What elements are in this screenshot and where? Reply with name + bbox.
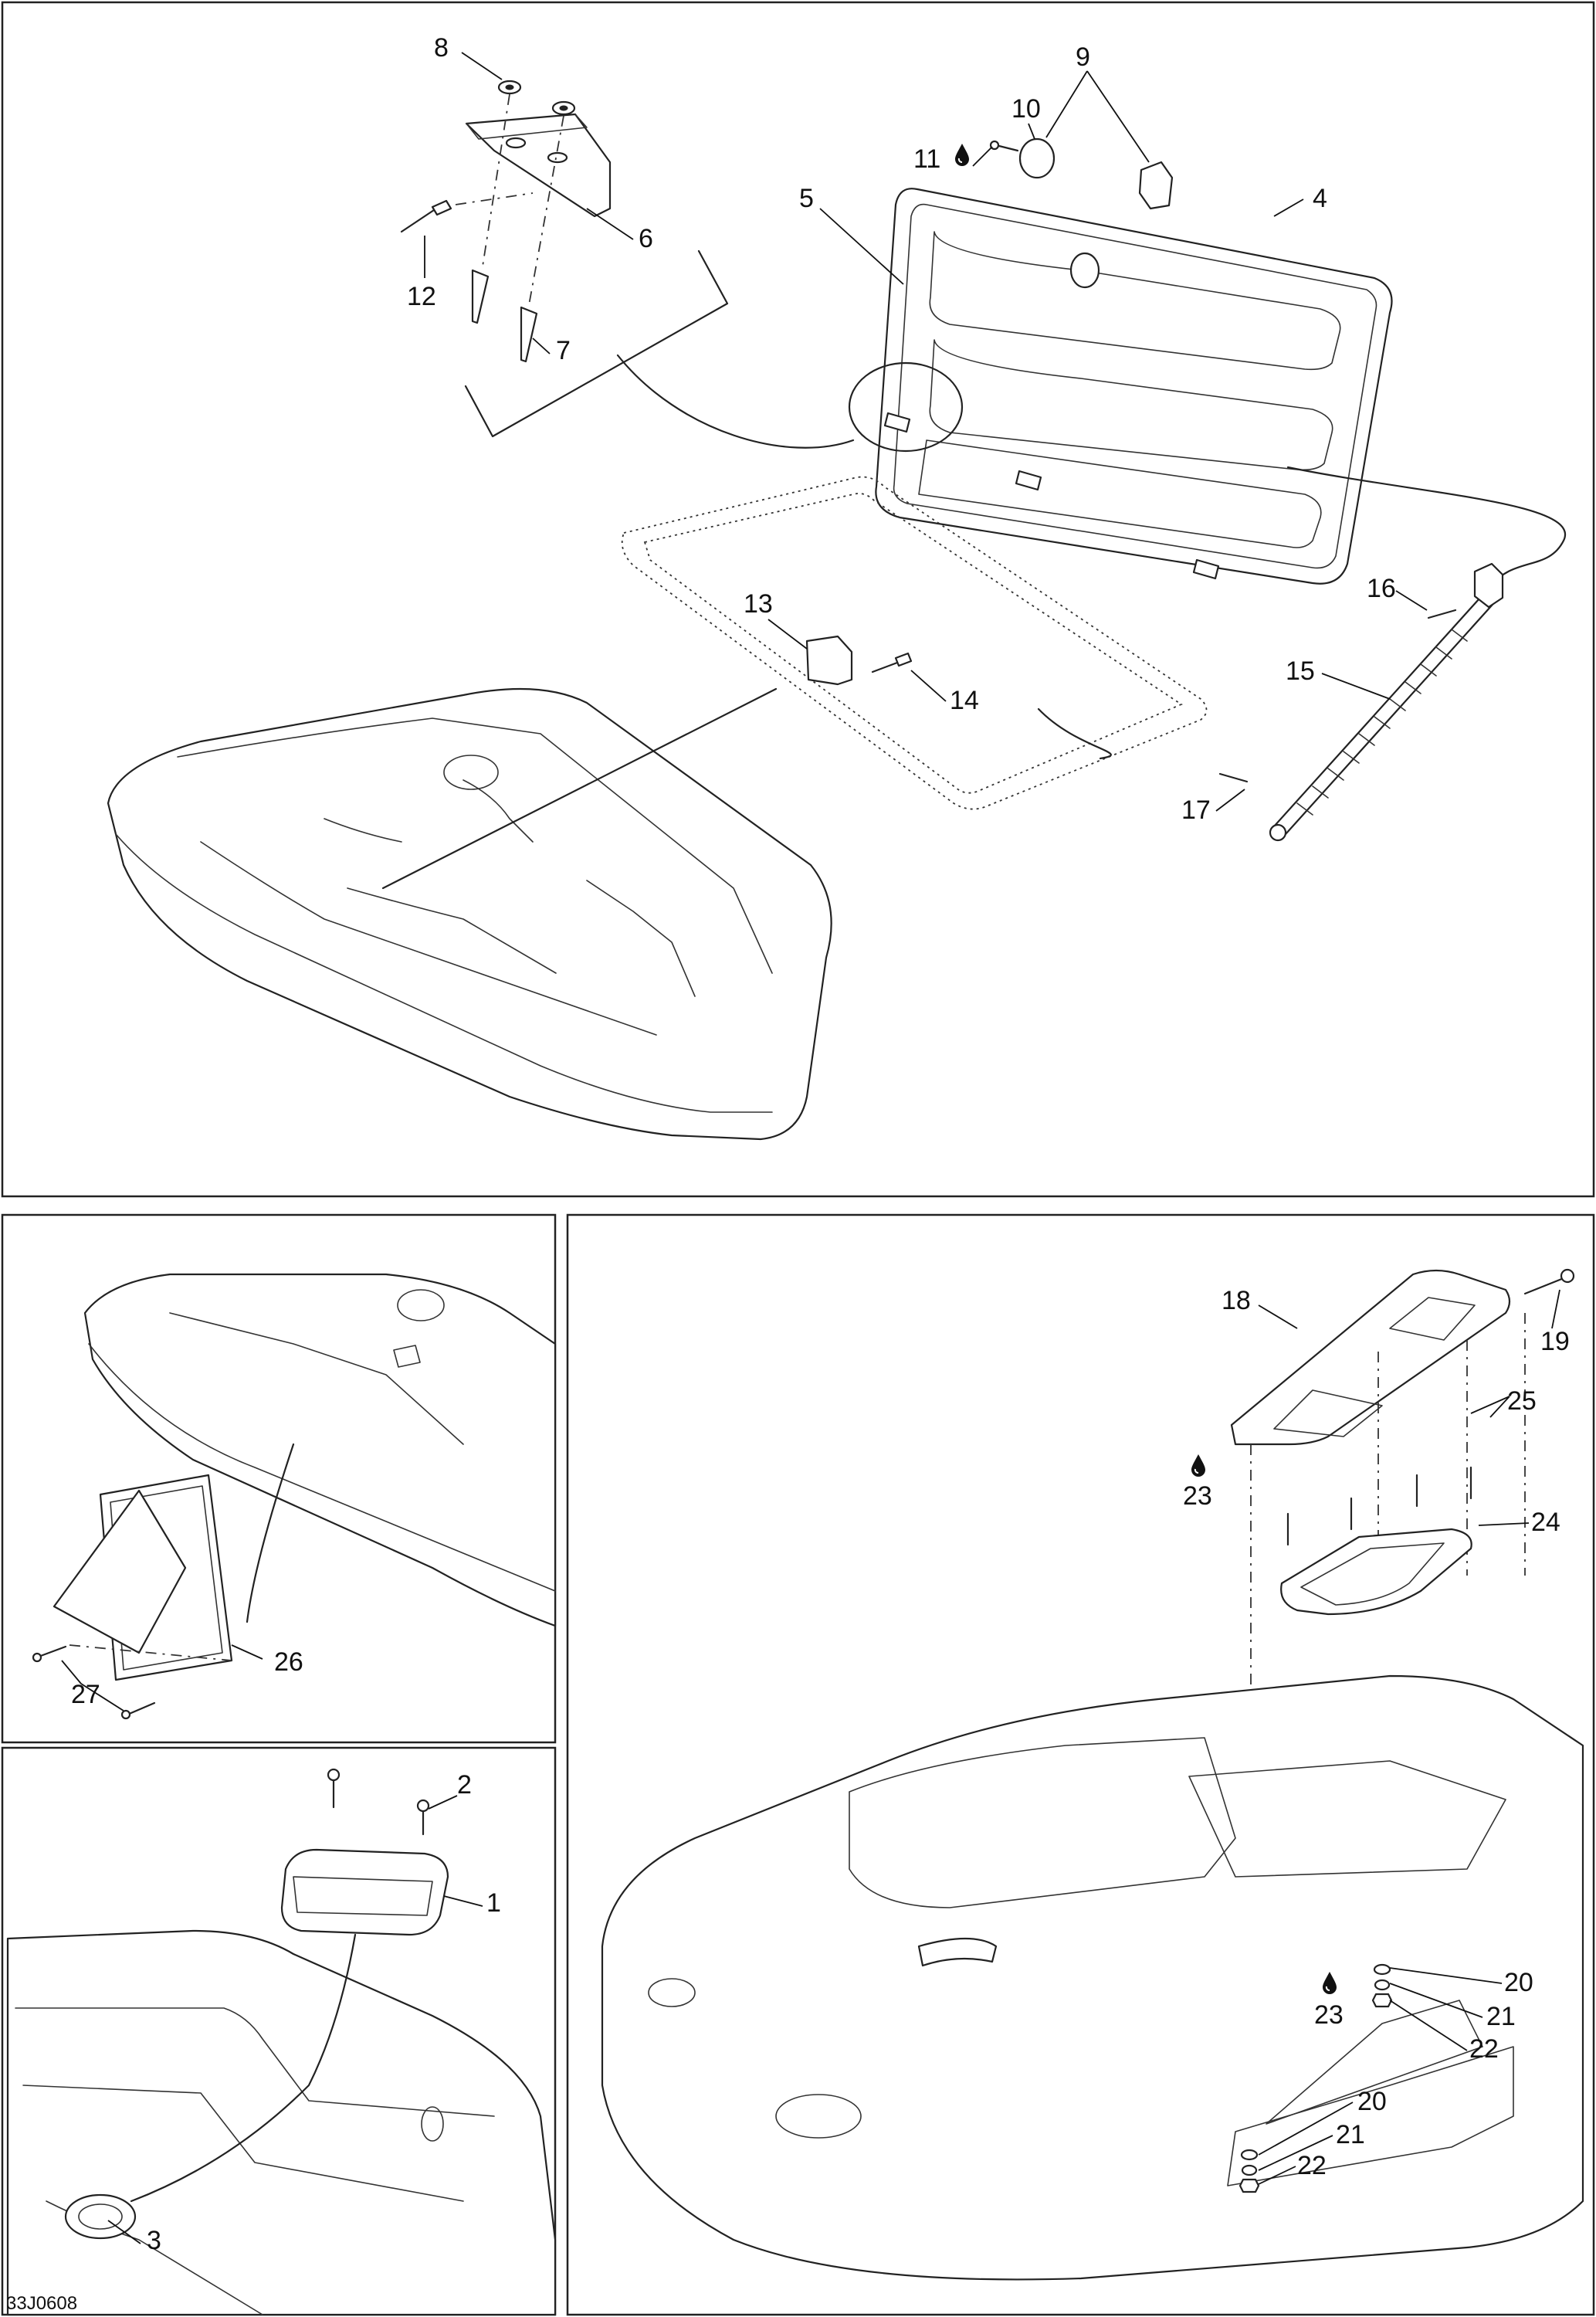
callout-10: 10 [1011, 94, 1041, 124]
callout-27: 27 [71, 1680, 100, 1709]
gas-spring [1218, 562, 1504, 842]
rear-deck-assembly [601, 1268, 1584, 2281]
callout-21a: 21 [1486, 2002, 1516, 2031]
callout-13: 13 [744, 589, 773, 619]
callout-25: 25 [1507, 1386, 1537, 1416]
leader-lines [61, 52, 1560, 2244]
callout-6: 6 [639, 224, 653, 253]
callout-8: 8 [434, 33, 449, 63]
callout-19: 19 [1540, 1327, 1570, 1356]
callout-14: 14 [950, 686, 979, 715]
callout-11: 11 [913, 144, 940, 174]
figure-reference-code: 33J0608 [6, 2293, 77, 2314]
callout-12: 12 [407, 282, 436, 311]
callout-15: 15 [1286, 656, 1315, 686]
top-hinge-detail [400, 80, 855, 449]
callout-labels: 8 9 10 11 5 4 6 12 7 16 13 15 14 17 18 1… [71, 33, 1570, 2255]
callout-1: 1 [486, 1888, 501, 1918]
callout-9: 9 [1076, 42, 1090, 72]
boat-top [107, 687, 832, 1141]
callout-21b: 21 [1336, 2120, 1365, 2149]
callout-20a: 20 [1504, 1968, 1533, 1997]
hatch-opening [621, 476, 1208, 810]
callout-23a: 23 [1183, 1481, 1212, 1511]
threadlocker-drop-icon [1191, 1454, 1206, 1477]
access-hatch-26 [32, 1474, 233, 1720]
callout-22a: 22 [1469, 2034, 1499, 2064]
callout-16: 16 [1367, 574, 1396, 603]
threadlocker-drop-icon [954, 143, 970, 166]
callout-5: 5 [799, 184, 814, 213]
callout-2: 2 [457, 1770, 472, 1800]
callout-23b: 23 [1314, 2000, 1344, 2030]
panel-right [566, 1213, 1595, 2316]
callout-3: 3 [147, 2226, 161, 2255]
callout-24: 24 [1531, 1508, 1560, 1537]
callout-4: 4 [1313, 184, 1327, 213]
boat-cockpit-view [83, 1273, 557, 1627]
storage-lid [848, 137, 1567, 589]
callout-22b: 22 [1297, 2151, 1327, 2180]
callout-7: 7 [556, 336, 571, 365]
bow-storage-view [6, 1768, 557, 2316]
callout-17: 17 [1181, 796, 1211, 825]
panel-top [1, 1, 1595, 1198]
callout-26: 26 [274, 1647, 303, 1677]
callout-18: 18 [1222, 1286, 1251, 1315]
callout-20b: 20 [1357, 2087, 1387, 2116]
